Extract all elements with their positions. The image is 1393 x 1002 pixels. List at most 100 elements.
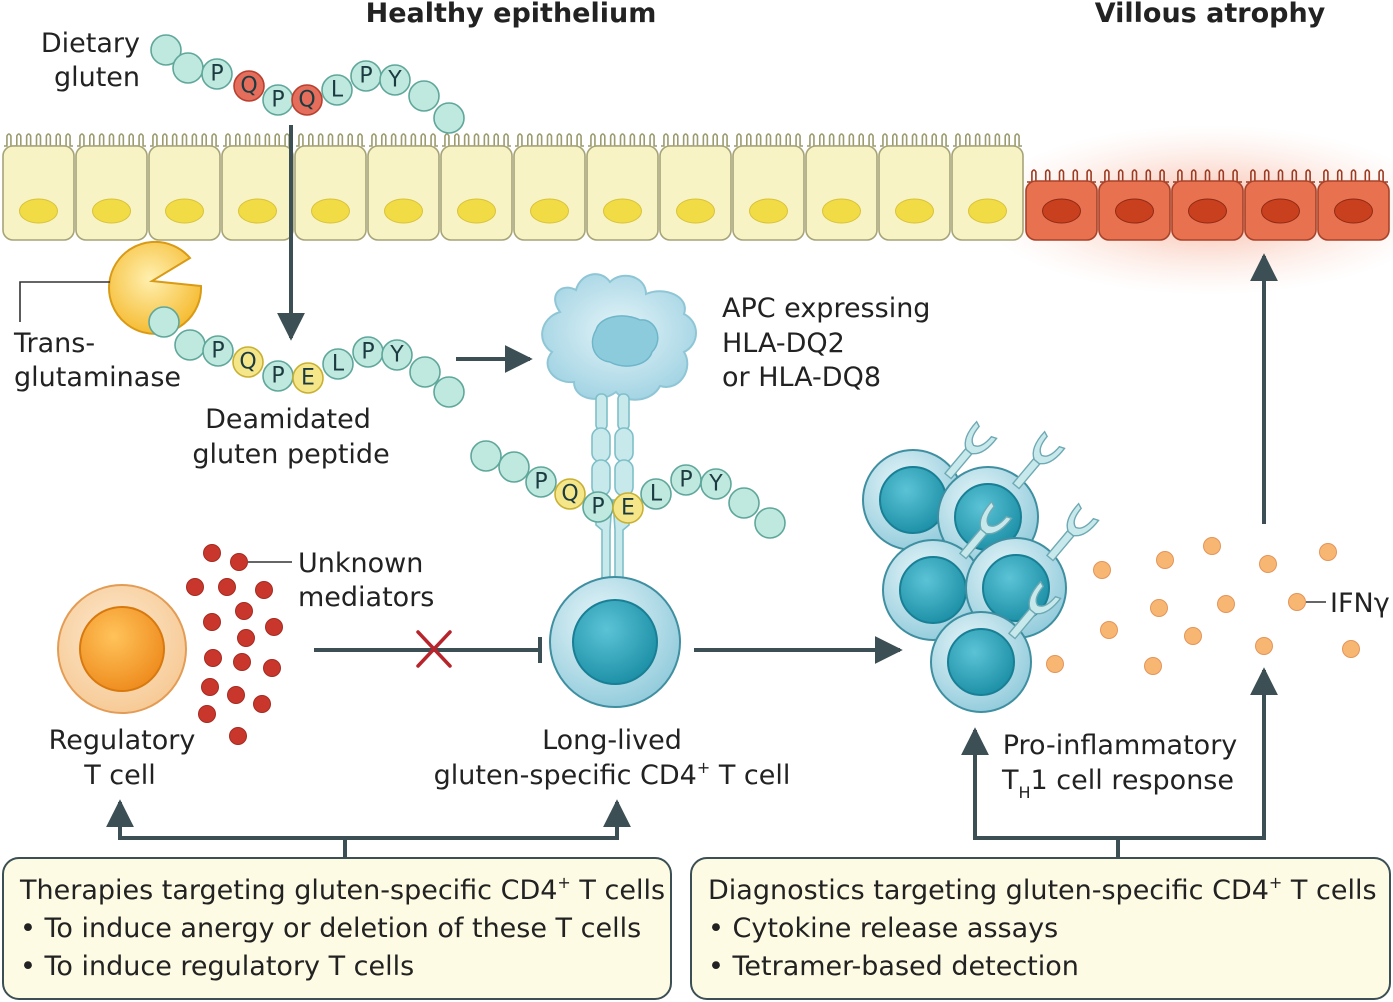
- healthy-enterocyte: [148, 133, 221, 241]
- healthy-enterocyte: [513, 133, 586, 241]
- residue-label: P: [591, 495, 604, 520]
- residue-label: L: [331, 78, 344, 103]
- label-hla-dq8: or HLA-DQ8: [722, 362, 881, 393]
- ifng-particle: [1184, 627, 1202, 645]
- residue-label: Y: [387, 68, 402, 93]
- peptide-bead: [498, 451, 530, 483]
- residue-label: Q: [561, 482, 578, 507]
- therapies-box: [2, 857, 672, 1000]
- healthy-enterocyte: [659, 133, 732, 241]
- amino-acid-residue: [292, 362, 324, 394]
- therapies-item-anergy: • To induce anergy or deletion of these …: [20, 913, 641, 944]
- residue-label: P: [271, 364, 284, 389]
- tcr-receptor: [958, 500, 1013, 560]
- amino-acid-residue: [202, 335, 234, 367]
- residue-label: Y: [708, 472, 723, 497]
- healthy-enterocyte: [586, 133, 659, 241]
- amino-acid-residue: [612, 492, 644, 524]
- tcr-receptor: [1007, 580, 1062, 640]
- mediator-particle: [203, 544, 221, 562]
- ifng-particle: [1150, 599, 1168, 617]
- peptide-bead: [172, 52, 204, 84]
- healthy-enterocyte: [805, 133, 878, 241]
- therapies-item-regulatory: • To induce regulatory T cells: [20, 951, 414, 982]
- atrophic-enterocyte: [1244, 169, 1317, 241]
- amino-acid-residue: [233, 70, 265, 102]
- residue-label: P: [361, 340, 374, 365]
- healthy-enterocyte: [294, 133, 367, 241]
- ifng-particle: [1259, 555, 1277, 573]
- ifng-particle: [1342, 640, 1360, 658]
- tcr-receptor: [1045, 502, 1100, 562]
- atrophic-enterocyte: [1171, 169, 1244, 241]
- mediator-particle: [227, 686, 245, 704]
- th1-cell: [882, 539, 984, 641]
- amino-acid-residue: [379, 64, 411, 96]
- atrophic-enterocyte: [1025, 169, 1098, 241]
- healthy-enterocyte: [75, 133, 148, 241]
- label-gluten-peptide: gluten peptide: [192, 439, 389, 470]
- residue-label: L: [332, 352, 345, 377]
- amino-acid-residue: [291, 84, 323, 116]
- th1-cell-cluster: [862, 420, 1100, 713]
- label-unknown: Unknown: [298, 548, 423, 579]
- mediator-particle: [255, 581, 273, 599]
- header-healthy-epithelium: Healthy epithelium: [366, 0, 657, 29]
- cd4-t-cell-nucleus: [572, 599, 658, 685]
- residue-label: P: [271, 88, 284, 113]
- mediator-particle: [265, 618, 283, 636]
- healthy-enterocyte: [732, 133, 805, 241]
- amino-acid-residue: [525, 466, 557, 498]
- residue-label: Q: [240, 74, 257, 99]
- mediator-particle: [204, 649, 222, 667]
- residue-label: Y: [389, 343, 404, 368]
- peptide-bead: [174, 329, 206, 361]
- ifng-particle: [1144, 657, 1162, 675]
- connector-diagnostics-ifng: [1118, 667, 1278, 840]
- mediator-particle: [253, 695, 271, 713]
- mediator-particle: [233, 653, 251, 671]
- residue-label: E: [301, 366, 315, 391]
- residue-label: P: [210, 62, 223, 87]
- diagnostics-item-tetramer: • Tetramer-based detection: [708, 951, 1079, 982]
- mediator-particle: [203, 613, 221, 631]
- peptide-bead: [150, 34, 182, 66]
- diagnostics-title: Diagnostics targeting gluten-specific CD…: [708, 873, 1377, 906]
- amino-acid-residue: [554, 478, 586, 510]
- residue-label: Q: [239, 350, 256, 375]
- residue-label: P: [211, 339, 224, 364]
- peptide-bead: [433, 102, 465, 134]
- ifng-particle: [1217, 595, 1235, 613]
- mediator-particle: [201, 678, 219, 696]
- label-th1-response: TH1 cell response: [1001, 765, 1234, 802]
- healthy-enterocyte: [951, 133, 1024, 241]
- atrophic-epithelium-cells: [1025, 169, 1390, 241]
- connector-diagnostics-th1: [961, 727, 1120, 858]
- connector-therapy-cd4: [345, 799, 631, 840]
- mediator-particle: [235, 602, 253, 620]
- amino-acid-residue: [640, 478, 672, 510]
- label-deamidated: Deamidated: [205, 404, 371, 435]
- residue-label: P: [679, 468, 692, 493]
- label-t-cell: T cell: [83, 760, 156, 791]
- amino-acid-residue: [381, 339, 413, 371]
- label-hla-dq2: HLA-DQ2: [722, 328, 845, 359]
- label-long-lived: Long-lived: [542, 725, 682, 756]
- residue-label: L: [650, 482, 663, 507]
- residue-label: P: [359, 64, 372, 89]
- mediator-particle: [229, 727, 247, 745]
- ifng-particle: [1100, 621, 1118, 639]
- mediator-particle: [186, 578, 204, 596]
- label-gluten: gluten: [54, 62, 140, 93]
- amino-acid-residue: [700, 468, 732, 500]
- label-gluten-specific-cd4: gluten-specific CD4+ T cell: [434, 758, 791, 791]
- residue-label: E: [621, 496, 635, 521]
- mediator-particle: [237, 629, 255, 647]
- label-apc-expressing: APC expressing: [722, 293, 930, 324]
- diagnostics-item-cytokine: • Cytokine release assays: [708, 913, 1058, 944]
